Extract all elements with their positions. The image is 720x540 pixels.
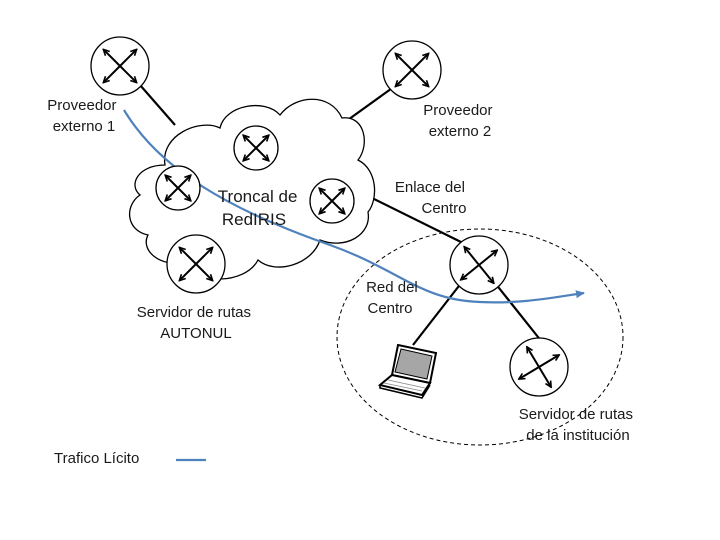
router-autonul [166, 234, 226, 294]
label-servidor-institucion: Servidor de rutas de la institución [519, 406, 637, 444]
four-way-arrow-icon [244, 136, 268, 160]
link-prov2-rediris [344, 85, 396, 123]
red-del-centro-boundary [336, 228, 624, 446]
four-way-arrow-icon [396, 54, 428, 86]
laptop-icon [377, 343, 438, 399]
rediris-cloud [128, 98, 376, 280]
label-red-del-centro: Red del Centro [366, 279, 422, 317]
link-enlace-centro [367, 195, 464, 244]
label-proveedor-externo-1: Proveedor externo 1 [47, 97, 120, 135]
router-cloud-top [233, 125, 279, 171]
four-way-arrow-icon [166, 176, 190, 200]
four-way-arrow-icon [461, 247, 496, 282]
router-cloud-right [309, 178, 355, 224]
legend: Trafico Lícito [54, 450, 206, 467]
four-way-arrow-icon [320, 189, 344, 213]
label-proveedor-externo-2: Proveedor externo 2 [423, 102, 496, 140]
router-inst [509, 337, 569, 397]
link-centro-laptop [412, 281, 463, 346]
router-cloud-left [155, 165, 201, 211]
legend-label: Trafico Lícito [54, 450, 139, 467]
label-enlace-del-centro: Enlace del Centro [395, 179, 469, 217]
four-way-arrow-icon [104, 50, 136, 82]
label-troncal-rediris: Troncal de RedIRIS [218, 187, 302, 229]
link-prov1-rediris [139, 84, 176, 126]
link-centro-institucion [494, 282, 543, 343]
router-prov2 [382, 40, 442, 100]
four-way-arrow-icon [180, 248, 212, 280]
router-prov1 [90, 36, 150, 96]
four-way-arrow-icon [520, 348, 559, 387]
router-centro [449, 235, 509, 295]
label-servidor-autonul: Servidor de rutas AUTONUL [137, 304, 255, 342]
